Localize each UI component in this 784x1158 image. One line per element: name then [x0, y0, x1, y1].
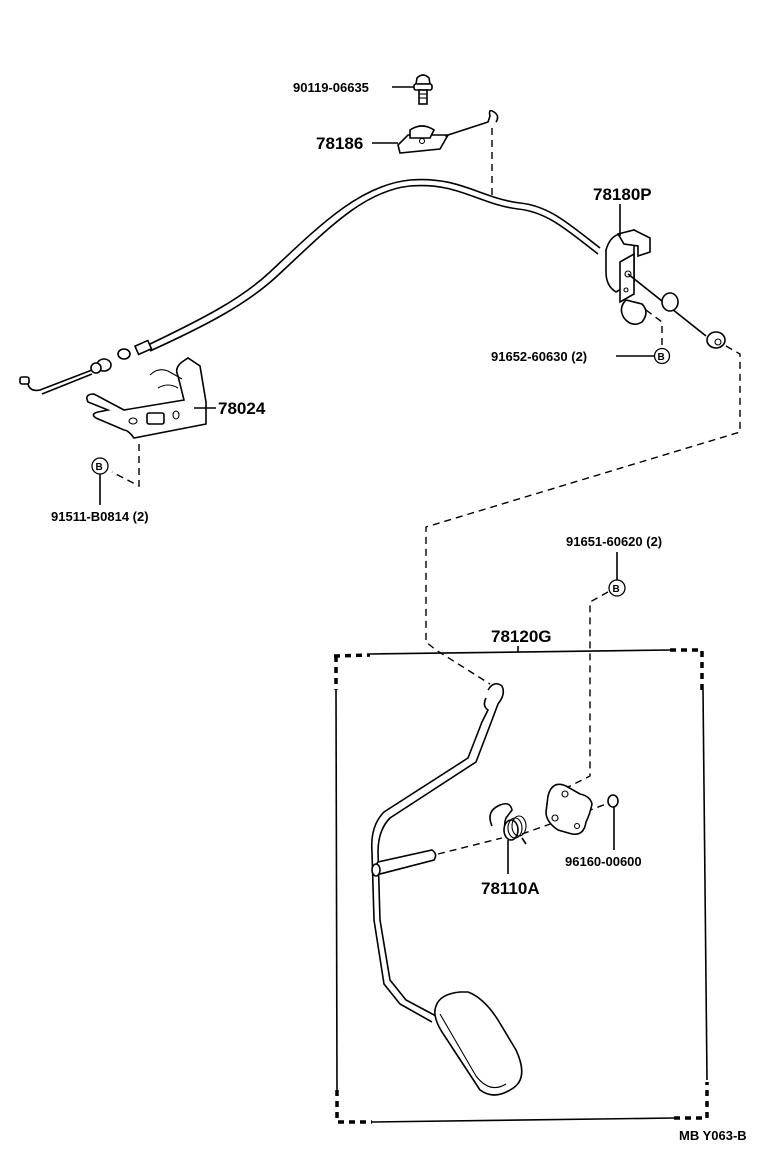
label-pedal-assembly[interactable]: 78120G — [491, 627, 552, 646]
dash-clip-pedal — [565, 591, 609, 789]
label-bracket-bolt[interactable]: 91511-B0814 (2) — [51, 509, 149, 524]
return-spring-part[interactable] — [489, 802, 527, 845]
pedal-assembly-boundary — [333, 648, 709, 1124]
label-return-spring[interactable]: 78110A — [481, 879, 540, 898]
bushing-part[interactable] — [607, 794, 619, 808]
label-clip-pedal[interactable]: 91651-60620 (2) — [566, 534, 662, 549]
label-bushing[interactable]: 96160-00600 — [565, 854, 642, 869]
dash-clip-upper — [645, 309, 663, 346]
label-clip-upper[interactable]: 91652-60630 (2) — [491, 349, 587, 364]
accelerator-cable[interactable] — [19, 178, 601, 395]
bracket-part[interactable] — [86, 357, 207, 439]
ref-marker-b-upper-letter: B — [658, 352, 665, 363]
dash-bracket-bolt — [111, 444, 140, 488]
ref-marker-b-upper — [653, 347, 671, 365]
throttle-link-part[interactable] — [605, 228, 726, 349]
ref-marker-b-pedal-letter: B — [613, 584, 620, 595]
cable-clamp-part[interactable] — [397, 109, 499, 154]
label-bolt[interactable]: 90119-06635 — [293, 80, 369, 95]
pedal-bracket-plate[interactable] — [545, 783, 593, 836]
dash-cable-to-pedal — [425, 345, 741, 685]
bolt-part[interactable] — [413, 74, 433, 105]
label-cable-clamp[interactable]: 78186 — [316, 134, 363, 153]
figure-code: MB Y063-B — [679, 1128, 747, 1143]
pedal-arm[interactable] — [370, 682, 505, 1023]
label-bracket[interactable]: 78024 — [218, 399, 266, 418]
ref-marker-b-bracket-letter: B — [96, 462, 103, 473]
label-throttle-link[interactable]: 78180P — [593, 185, 652, 204]
ref-marker-b-pedal — [608, 579, 626, 597]
pedal-pad[interactable] — [434, 991, 523, 1096]
